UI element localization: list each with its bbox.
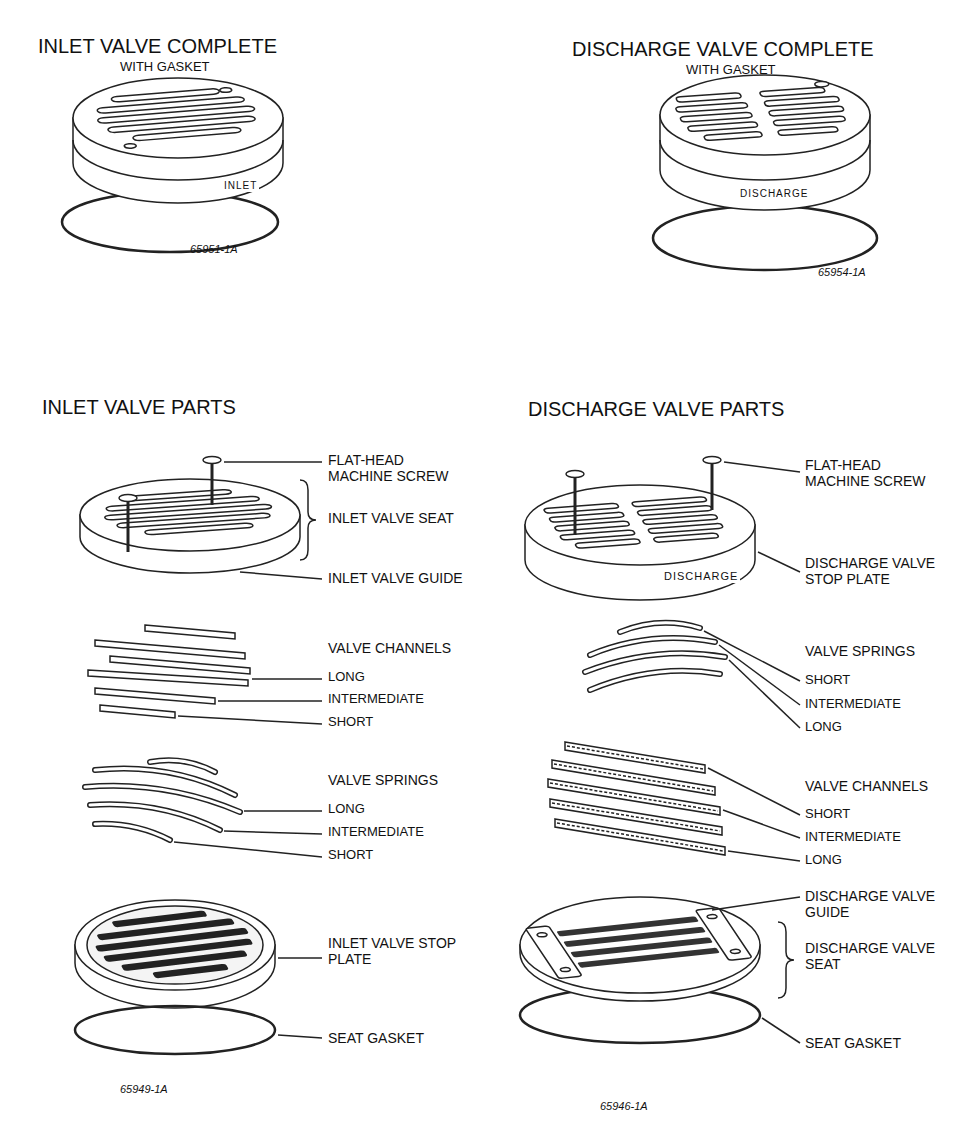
subheading: WITH GASKET: [120, 60, 210, 75]
part-label: FLAT-HEAD MACHINE SCREW: [328, 452, 468, 484]
part-label: LONG: [805, 720, 842, 735]
part-marking: DISCHARGE: [738, 188, 810, 200]
part-label: INLET VALVE SEAT: [328, 510, 454, 526]
figure-number: 65954-1A: [818, 266, 866, 279]
part-label: VALVE CHANNELS: [328, 640, 451, 656]
part-label: VALVE SPRINGS: [328, 772, 438, 788]
figure-number: 65946-1A: [600, 1100, 648, 1113]
part-label: SHORT: [328, 715, 373, 730]
part-label: LONG: [328, 670, 365, 685]
part-label: DISCHARGE VALVE SEAT: [805, 940, 955, 972]
part-label: SHORT: [805, 673, 850, 688]
part-label: LONG: [328, 802, 365, 817]
part-label: INLET VALVE STOP PLATE: [328, 935, 458, 967]
part-label: INTERMEDIATE: [805, 830, 901, 845]
part-label: INTERMEDIATE: [328, 692, 424, 707]
part-label: LONG: [805, 853, 842, 868]
part-label: DISCHARGE VALVE GUIDE: [805, 888, 955, 920]
figure-number: 65951-1A: [190, 243, 238, 256]
part-label: SHORT: [328, 848, 373, 863]
part-marking: INLET: [222, 180, 259, 192]
part-label: INTERMEDIATE: [805, 697, 901, 712]
section-heading: DISCHARGE VALVE COMPLETE: [572, 38, 874, 61]
figure-number: 65949-1A: [120, 1083, 168, 1096]
section-heading: INLET VALVE PARTS: [42, 396, 236, 419]
part-label: VALVE SPRINGS: [805, 643, 915, 659]
section-heading: DISCHARGE VALVE PARTS: [528, 398, 784, 421]
part-label: INLET VALVE GUIDE: [328, 570, 463, 586]
section-heading: INLET VALVE COMPLETE: [38, 35, 277, 58]
part-label: SEAT GASKET: [328, 1030, 424, 1046]
part-label: SHORT: [805, 807, 850, 822]
part-label: DISCHARGE VALVE STOP PLATE: [805, 555, 955, 587]
part-label: VALVE CHANNELS: [805, 778, 928, 794]
part-label: FLAT-HEAD MACHINE SCREW: [805, 457, 945, 489]
subheading: WITH GASKET: [686, 63, 776, 78]
part-label: SEAT GASKET: [805, 1035, 901, 1051]
part-label: INTERMEDIATE: [328, 825, 424, 840]
part-marking: DISCHARGE: [662, 570, 740, 583]
